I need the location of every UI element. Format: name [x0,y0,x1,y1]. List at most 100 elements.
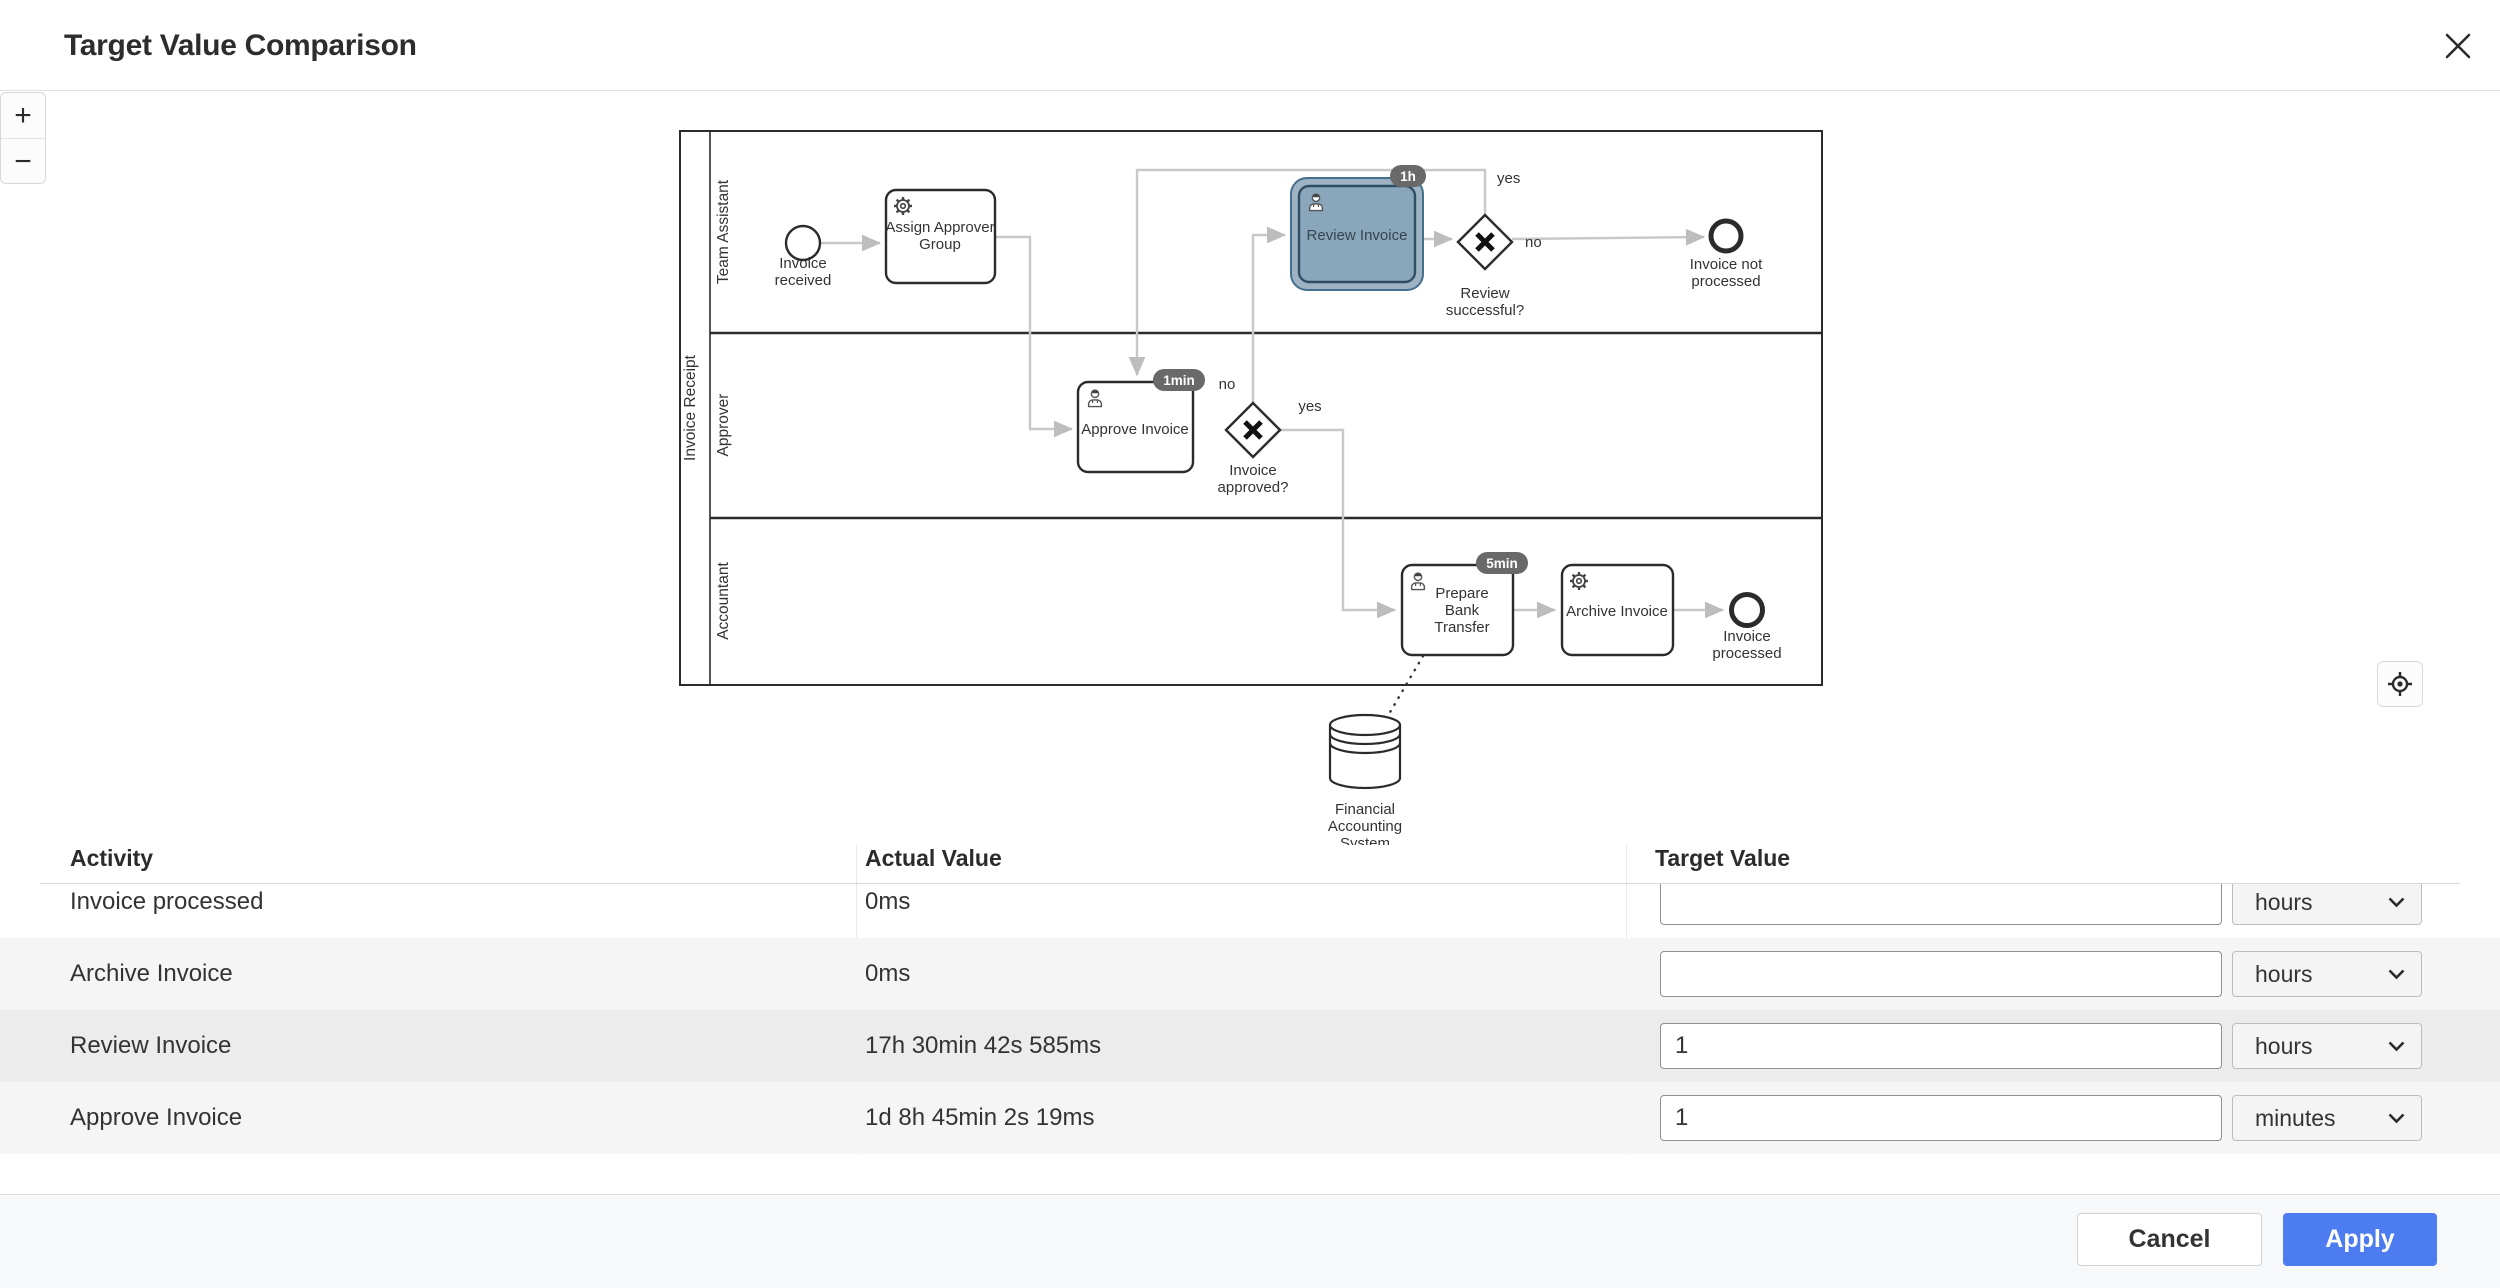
flow-label-review-no: no [1525,234,1542,251]
duration-badge-review: 1h [1390,165,1426,187]
close-icon [2445,33,2471,59]
zoom-in-button[interactable]: + [1,93,45,139]
column-header-activity: Activity [70,845,154,871]
activity-cell: Review Invoice [70,1032,232,1059]
svg-text:processed: processed [1712,645,1781,662]
unit-select[interactable]: minutes [2232,1095,2422,1141]
svg-text:Invoice: Invoice [1229,462,1277,479]
minus-icon: − [14,145,32,178]
page-title: Target Value Comparison [64,29,417,62]
reset-viewport-button[interactable] [2377,661,2423,707]
actual-value-cell: 17h 30min 42s 585ms [865,1032,1102,1059]
zoom-out-button[interactable]: − [1,139,45,183]
gateway-review-successful[interactable]: Review successful? [1446,213,1524,319]
actual-value-cell: 0ms [865,888,911,915]
activity-cell: Approve Invoice [70,1104,243,1131]
svg-text:approved?: approved? [1218,479,1289,496]
zoom-controls: + − [0,92,46,184]
svg-text:Group: Group [919,236,961,253]
start-event-invoice-received[interactable]: Invoice received [775,224,832,289]
svg-text:1h: 1h [1400,169,1416,184]
svg-text:Review: Review [1460,285,1509,302]
column-header-target-value: Target Value [1655,845,1791,871]
unit-select-value: hours [2255,1032,2313,1059]
task-assign-approver-group[interactable]: Assign Approver Group [884,188,997,285]
modal-header: Target Value Comparison [0,0,2500,91]
actual-value-cell: 0ms [865,960,911,987]
svg-text:successful?: successful? [1446,302,1524,319]
apply-button[interactable]: Apply [2283,1213,2437,1266]
modal-footer: Cancel Apply [0,1194,2500,1288]
chevron-down-icon [2388,897,2405,907]
flow-label-approve-no: no [1219,376,1236,393]
table-row-invoice-processed: Invoice processed 0ms hours [0,884,2500,938]
table-row-archive-invoice: Archive Invoice 0ms hours [0,938,2500,1010]
end-event-invoice-processed[interactable]: Invoice processed [1712,592,1782,663]
target-value-input[interactable] [1660,951,2222,997]
gateway-invoice-approved[interactable]: Invoice approved? [1218,401,1289,496]
activity-cell: Invoice processed [70,888,264,915]
chevron-down-icon [2388,969,2405,979]
task-prepare-bank-transfer[interactable]: Prepare Bank Transfer 5min [1400,552,1528,657]
duration-badge-approve: 1min [1153,369,1205,391]
svg-text:Invoice not: Invoice not [1690,256,1763,273]
column-header-actual-value: Actual Value [865,845,1002,871]
actual-value-cell: 1d 8h 45min 2s 19ms [865,1104,1095,1131]
activity-cell: Archive Invoice [70,960,233,987]
unit-select-value: hours [2255,960,2313,987]
svg-text:5min: 5min [1486,556,1518,571]
task-approve-invoice[interactable]: Approve Invoice 1min [1076,369,1205,474]
svg-text:Invoice: Invoice [779,255,827,272]
svg-text:1min: 1min [1163,373,1195,388]
data-store-financial-accounting-system[interactable]: Financial Accounting System [1328,713,1402,852]
table-header: Activity Actual Value Target Value [0,845,2500,883]
target-value-input[interactable] [1660,884,2222,925]
svg-text:processed: processed [1691,273,1760,290]
pool-invoice-receipt[interactable]: Invoice Receipt Team Assistant Approver … [679,130,1823,686]
crosshair-icon [2388,672,2412,696]
chevron-down-icon [2388,1041,2405,1051]
svg-text:Prepare: Prepare [1435,585,1488,602]
table-body: Invoice processed 0ms hours Archive Invo… [0,884,2500,1155]
unit-select-value: hours [2255,888,2313,915]
unit-select-value: minutes [2255,1104,2336,1131]
svg-text:received: received [775,272,832,289]
svg-text:Bank: Bank [1445,602,1480,619]
flow-label-approve-yes: yes [1298,398,1321,415]
service-task-icon [1568,570,1590,592]
svg-text:Transfer: Transfer [1434,619,1489,636]
lane-label-accountant: Accountant [715,562,732,640]
chevron-down-icon [2388,1113,2405,1123]
data-association [1387,654,1425,716]
table-row-approve-invoice: Approve Invoice 1d 8h 45min 2s 19ms minu… [0,1082,2500,1154]
svg-text:Invoice: Invoice [1723,628,1771,645]
lane-label-approver: Approver [715,394,732,457]
lane-label-team-assistant: Team Assistant [715,179,732,284]
task-archive-invoice[interactable]: Archive Invoice [1560,563,1675,657]
duration-badge-prepare: 5min [1476,552,1528,574]
task-review-invoice[interactable]: Review Invoice 1h [1290,165,1426,291]
svg-text:Archive Invoice: Archive Invoice [1566,603,1668,620]
svg-text:Accounting: Accounting [1328,818,1402,835]
flow-label-review-yes: yes [1497,170,1520,187]
unit-select[interactable]: hours [2232,1023,2422,1069]
service-task-icon [892,195,914,217]
sequence-flows [820,168,1725,619]
unit-select[interactable]: hours [2232,951,2422,997]
svg-text:Review Invoice: Review Invoice [1307,227,1408,244]
target-value-input[interactable] [1660,1023,2222,1069]
close-button[interactable] [2437,25,2479,67]
svg-text:Approve Invoice: Approve Invoice [1081,421,1189,438]
svg-text:Assign Approver: Assign Approver [885,219,994,236]
pool-label: Invoice Receipt [682,354,699,461]
target-value-input[interactable] [1660,1095,2222,1141]
bpmn-diagram: Invoice Receipt Team Assistant Approver … [679,130,1823,852]
table-row-review-invoice: Review Invoice 17h 30min 42s 585ms hours [0,1010,2500,1082]
bpmn-diagram-canvas[interactable]: Invoice Receipt Team Assistant Approver … [0,92,2500,852]
table-header-divider [40,883,2460,884]
end-event-invoice-not-processed[interactable]: Invoice not processed [1690,218,1763,290]
cancel-button[interactable]: Cancel [2077,1213,2262,1266]
unit-select[interactable]: hours [2232,884,2422,925]
svg-text:Financial: Financial [1335,801,1395,818]
plus-icon: + [14,98,32,132]
